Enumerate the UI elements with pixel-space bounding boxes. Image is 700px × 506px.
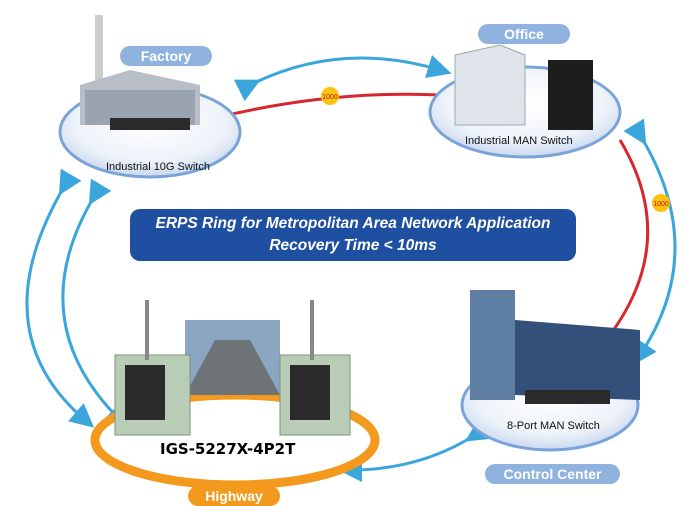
factory-label: Factory — [120, 46, 212, 66]
factory-building-icon — [80, 15, 200, 130]
banner-subtitle: Recovery Time < 10ms — [269, 237, 437, 254]
banner-title: ERPS Ring for Metropolitan Area Network … — [155, 215, 551, 232]
office-device-caption: Industrial MAN Switch — [465, 135, 573, 147]
highway-scene-icon — [114, 300, 351, 436]
title-banner: ERPS Ring for Metropolitan Area Network … — [130, 209, 576, 261]
ring-arrow-highway-factory-outer — [25, 168, 95, 428]
ring-arrow-office-control — [623, 118, 677, 365]
ring-arrow-highway-factory-inner — [61, 178, 129, 429]
link-speed-badge-1: 1000 — [321, 87, 339, 105]
office-label: Office — [478, 24, 570, 44]
ring-arrow-factory-office — [233, 55, 452, 102]
link-speed-badge-2: 1000 — [652, 194, 670, 212]
fiber-link-office-control — [608, 139, 650, 336]
factory-device-caption: Industrial 10G Switch — [106, 161, 210, 173]
control-center-label: Control Center — [485, 464, 620, 484]
highway-label: Highway — [188, 486, 280, 506]
office-building-icon — [454, 44, 593, 130]
ring-arrow-control-highway — [338, 418, 492, 482]
control-center-icon — [470, 290, 640, 404]
link-speed-text: 1000 — [653, 201, 669, 208]
link-speed-text: 1000 — [322, 94, 338, 101]
highway-device-model: IGS-5227X-4P2T — [160, 440, 296, 458]
control-device-caption: 8-Port MAN Switch — [507, 420, 600, 432]
